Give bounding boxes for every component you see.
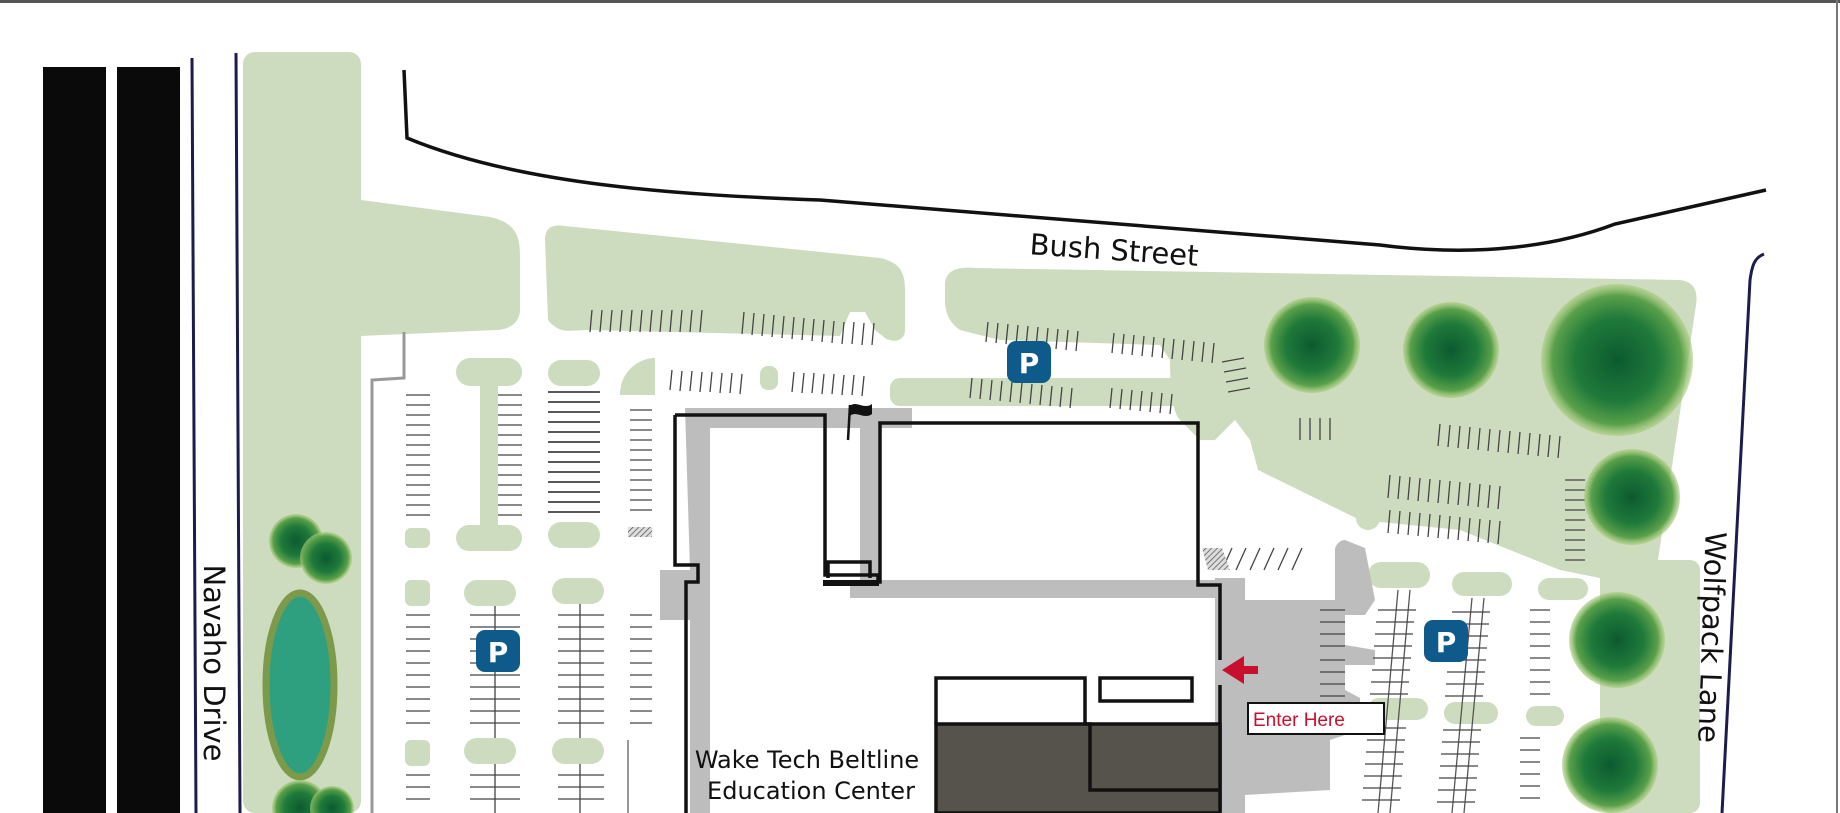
parking-badge-east: P: [1424, 620, 1468, 662]
building-label-line1: Wake Tech Beltline: [695, 746, 919, 774]
parking-badge-north: P: [1007, 341, 1051, 383]
railroad-tracks: [43, 67, 180, 813]
landscape-islands: [361, 200, 1700, 813]
crosswalk-hatch: [628, 527, 652, 537]
svg-text:P: P: [1019, 347, 1040, 380]
bush-street-road: [402, 69, 1767, 252]
svg-text:P: P: [488, 636, 509, 669]
flag-icon: [846, 404, 872, 441]
entrance-arrow-icon: [1222, 656, 1258, 684]
parking-badge-west: P: [476, 630, 520, 672]
street-label-wolfpack: Wolfpack Lane: [1691, 531, 1732, 743]
building-label-line2: Education Center: [707, 777, 915, 805]
parking-stalls: [406, 309, 1585, 813]
svg-text:P: P: [1436, 626, 1457, 659]
walkways: [660, 408, 1375, 813]
street-label-navaho: Navaho Drive: [197, 564, 231, 761]
building: [673, 413, 1222, 813]
navaho-drive-road: [190, 52, 242, 813]
building-dark-wing: [934, 722, 1222, 813]
east-trees: [1264, 284, 1693, 813]
wolfpack-lane-road: [1720, 252, 1765, 813]
service-drive: [370, 332, 406, 813]
accessible-hatch: [1202, 548, 1230, 570]
entrance-label: Enter Here: [1253, 710, 1345, 731]
entrance-label-box: [1247, 702, 1385, 735]
west-trees: [269, 514, 354, 813]
pond: [262, 589, 338, 781]
